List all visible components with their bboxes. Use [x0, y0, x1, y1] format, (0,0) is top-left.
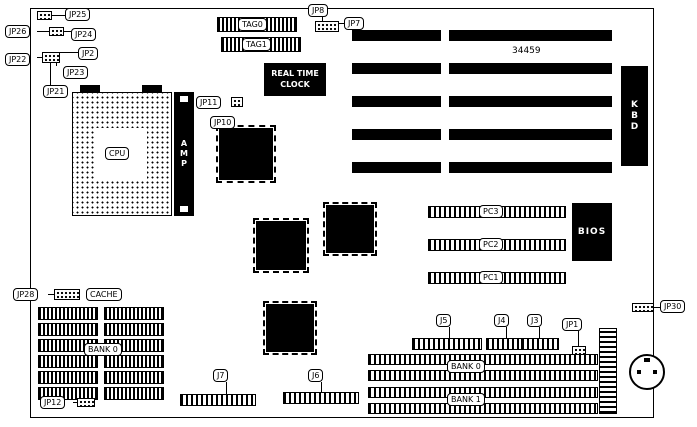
jumper-label-jp30: JP30 [660, 300, 686, 313]
callout-line [321, 382, 322, 393]
amp-notch [180, 96, 188, 102]
cache-chip [38, 355, 98, 368]
callout-line [37, 31, 49, 32]
cache-label: CACHE [86, 288, 122, 301]
amp-chip: AMP [174, 92, 194, 216]
amp-notch [180, 206, 188, 212]
jumper-label-jp1: JP1 [562, 318, 583, 331]
qfp-chip [263, 301, 317, 355]
isa-slot-bar [449, 162, 612, 173]
kbd-connector: KBD [621, 66, 648, 166]
cache-chip [38, 307, 98, 320]
cache-bank0-label: BANK 0 [84, 343, 122, 356]
jumper-block-jp7 [315, 21, 339, 32]
simm-bank1-label: BANK 1 [447, 393, 485, 406]
j6-connector [283, 392, 359, 404]
power-connector [599, 328, 617, 414]
callout-line [60, 52, 78, 53]
cache-chip [38, 323, 98, 336]
isa-slot-bar [352, 162, 441, 173]
simm-bank0-label: BANK 0 [447, 360, 485, 373]
jumper-label-jp8: JP8 [308, 4, 329, 17]
callout-line [539, 327, 540, 338]
isa-slot-bar [352, 96, 441, 107]
cache-chip [38, 371, 98, 384]
jumper-label-jp22: JP22 [5, 53, 31, 66]
j5-connector [412, 338, 482, 350]
callout-line [578, 331, 579, 346]
callout-line [226, 382, 227, 395]
rtc-chip: REAL TIME CLOCK [264, 63, 326, 96]
jumper-label-jp2: JP2 [78, 47, 99, 60]
callout-line [322, 17, 323, 22]
jumper-block-jp28 [54, 289, 80, 300]
pc3-label: PC3 [479, 205, 503, 218]
din-pin [637, 370, 641, 374]
jumper-label-jp7: JP7 [344, 17, 365, 30]
socket-tab [80, 85, 100, 93]
j3-label: J3 [527, 314, 543, 327]
qfp-chip [253, 218, 309, 273]
jumper-label-jp10: JP10 [210, 116, 236, 129]
jumper-block-jp2 [42, 52, 60, 63]
pc2-label: PC2 [479, 238, 503, 251]
cache-chip [104, 371, 164, 384]
j4-connector [486, 338, 524, 350]
cache-chip [104, 323, 164, 336]
qfp-chip [216, 125, 276, 183]
isa-slot-bar [449, 30, 612, 41]
jumper-label-jp23: JP23 [63, 66, 89, 79]
jumper-label-jp24: JP24 [71, 28, 97, 41]
isa-slot-bar [449, 129, 612, 140]
part-number-text: 34459 [512, 46, 541, 56]
callout-line [50, 63, 51, 85]
jumper-label-jp28: JP28 [13, 288, 39, 301]
isa-slot-bar [352, 63, 441, 74]
j7-connector [180, 394, 256, 406]
tag0-label: TAG0 [238, 18, 267, 31]
cache-chip [104, 387, 164, 400]
j4-label: J4 [494, 314, 510, 327]
jumper-block-jp25 [37, 11, 52, 20]
j7-label: J7 [213, 369, 229, 382]
isa-slot-bar [352, 30, 441, 41]
isa-slot-bar [352, 129, 441, 140]
bios-chip: BIOS [572, 203, 612, 261]
jumper-block-jp30 [632, 303, 654, 312]
din-pin [653, 370, 657, 374]
qfp-chip [323, 202, 377, 256]
pc1-label: PC1 [479, 271, 503, 284]
j3-connector [521, 338, 559, 350]
callout-line [56, 63, 57, 66]
callout-line [339, 23, 344, 24]
socket-tab [142, 85, 162, 93]
jumper-label-jp26: JP26 [5, 25, 31, 38]
callout-line [73, 402, 77, 403]
din-pin [644, 358, 650, 362]
jumper-block-jp24 [49, 27, 64, 36]
tag1-label: TAG1 [242, 38, 271, 51]
isa-slot-bar [449, 63, 612, 74]
callout-line [506, 327, 507, 338]
callout-line [64, 31, 71, 32]
callout-line [449, 327, 450, 338]
callout-line [37, 57, 42, 58]
callout-line [654, 307, 660, 308]
jumper-label-jp21: JP21 [43, 85, 69, 98]
jumper-label-jp11: JP11 [196, 96, 222, 109]
jumper-label-jp12: JP12 [40, 396, 66, 409]
cache-chip [104, 307, 164, 320]
j5-label: J5 [436, 314, 452, 327]
jumper-block-jp12 [77, 398, 95, 407]
jumper-label-jp25: JP25 [65, 8, 91, 21]
isa-slot-bar [449, 96, 612, 107]
j6-label: J6 [308, 369, 324, 382]
cache-chip [104, 355, 164, 368]
callout-line [52, 15, 65, 16]
cpu-label: CPU [105, 147, 130, 160]
jumper-block-jp11 [231, 97, 243, 107]
callout-line [48, 294, 54, 295]
